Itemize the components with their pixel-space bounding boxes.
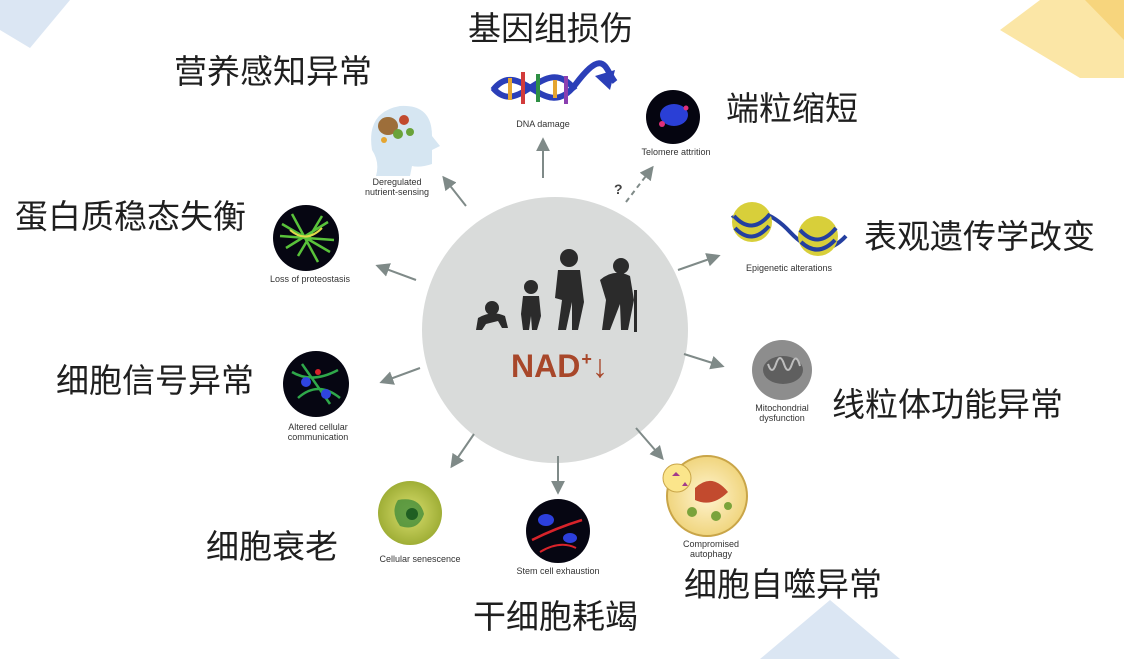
- epigenetic-nucleosome-icon: [730, 202, 848, 256]
- caption-epigenetic: Epigenetic alterations: [745, 263, 833, 273]
- dna-helix-icon: [490, 60, 618, 104]
- autophagy-icon: [662, 455, 748, 537]
- mitochondria-icon: [752, 340, 812, 400]
- aging-silhouettes-icon: [476, 249, 637, 332]
- cell-communication-icon: [283, 351, 349, 417]
- arrow-telomere: [625, 165, 654, 203]
- senescent-cell-icon: [378, 481, 442, 545]
- nad-down-arrow: ↓: [591, 348, 608, 384]
- label-epigenetic: 表观遗传学改变: [864, 217, 1095, 256]
- label-mito: 线粒体功能异常: [832, 385, 1063, 424]
- corner-decoration-top-right: [1000, 0, 1124, 78]
- telomere-uncertain-mark: ?: [614, 181, 623, 197]
- label-senescence: 细胞衰老: [206, 527, 338, 566]
- arrow-communication: [379, 367, 421, 385]
- label-communication: 细胞信号异常: [56, 361, 254, 400]
- telomere-icon: [646, 90, 700, 144]
- nutrient-sensing-head-icon: [371, 105, 440, 176]
- arrow-mito: [683, 353, 725, 370]
- caption-dna: DNA damage: [516, 119, 570, 129]
- caption-proteostasis: Loss of proteostasis: [269, 274, 351, 284]
- arrow-nutrient: [442, 175, 467, 207]
- label-telomere: 端粒缩短: [726, 89, 858, 128]
- caption-stem: Stem cell exhaustion: [516, 566, 600, 576]
- label-nutrient: 营养感知异常: [174, 52, 372, 91]
- label-autophagy: 细胞自噬异常: [684, 565, 882, 604]
- corner-decoration-bottom: [760, 600, 900, 659]
- caption-senescence: Cellular senescence: [379, 554, 461, 564]
- nad-decline-label: NAD+↓: [511, 348, 608, 385]
- arrow-epigenetic: [677, 253, 721, 271]
- label-stem: 干细胞耗竭: [473, 597, 638, 636]
- arrow-senescence: [450, 433, 475, 469]
- proteostasis-icon: [273, 205, 339, 271]
- label-proteostasis: 蛋白质稳态失衡: [15, 197, 246, 236]
- caption-telomere: Telomere attrition: [641, 147, 711, 157]
- stem-cell-icon: [526, 499, 590, 563]
- nad-text: NAD: [511, 348, 581, 384]
- arrow-proteostasis: [375, 263, 417, 281]
- corner-decoration-top-left: [0, 0, 70, 48]
- nad-superscript: +: [581, 349, 592, 369]
- arrows: [375, 137, 725, 495]
- label-dna: 基因组损伤: [468, 9, 633, 48]
- arrow-autophagy: [635, 427, 664, 461]
- center-circle: [422, 197, 688, 463]
